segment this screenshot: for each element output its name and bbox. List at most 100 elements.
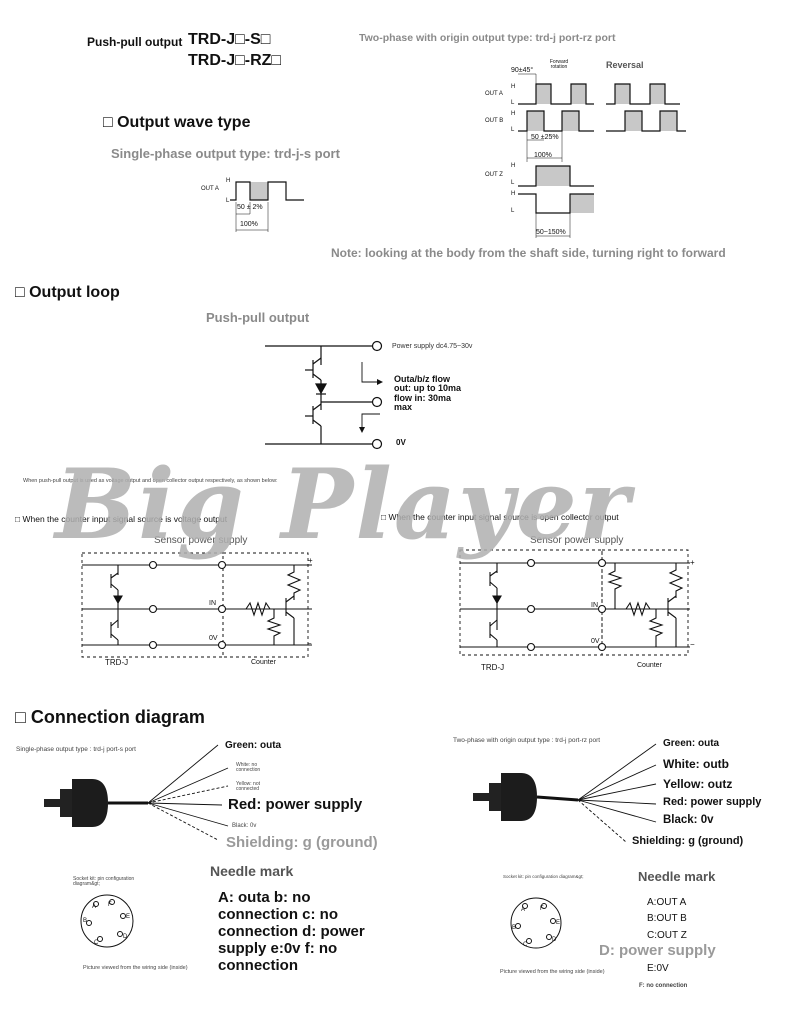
minus-left: − <box>307 639 312 648</box>
left-needle-mark: Needle mark <box>210 863 294 879</box>
out-z-h1: H <box>511 163 516 169</box>
reversal-label: Reversal <box>606 60 644 70</box>
single-phase-title: Single-phase output type: trd-j-s port <box>111 146 340 161</box>
tol-two: 50 ±25% <box>531 134 559 141</box>
right-shield: Shielding: g (ground) <box>632 835 744 847</box>
svg-text:C: C <box>523 942 528 948</box>
push-pull-title: Push-pull output <box>206 310 310 325</box>
loop-section-title: □ Output loop <box>15 284 120 301</box>
right-pin-f: F: no connection <box>639 983 688 989</box>
two-phase-title: Two-phase with origin output type: trd-j… <box>359 32 616 44</box>
out-b-l: L <box>511 127 515 133</box>
oc-title: □ When the counter input signal source i… <box>381 512 619 522</box>
single-phase-waveform <box>230 181 304 232</box>
open-collector-circuit <box>459 549 690 656</box>
svg-text:A: A <box>92 904 96 910</box>
sensor-supply-left: Sensor power supply <box>154 535 248 546</box>
left-pin-socket: A F E D C B <box>80 894 134 948</box>
right-viewed-from: Picture viewed from the wiring side (ins… <box>500 969 605 975</box>
right-green: Green: outa <box>663 738 720 749</box>
left-socket-note: Socket kit: pin configuration diagram&gt… <box>73 876 135 887</box>
out-z-h2: H <box>511 191 516 197</box>
svg-text:B: B <box>83 918 87 924</box>
connection-section-title: □ Connection diagram <box>15 707 205 727</box>
svg-text:E: E <box>126 914 130 920</box>
svg-text:B: B <box>512 925 516 931</box>
svg-text:D: D <box>552 937 557 943</box>
in-right: IN <box>591 602 598 609</box>
power-supply-label: Power supply dc4.75~30v <box>392 343 473 350</box>
right-yellow: Yellow: outz <box>663 777 733 791</box>
out-a-single-label: OUT A <box>201 186 219 192</box>
ov-left: 0V <box>209 635 218 642</box>
rotation-note: Note: looking at the body from the shaft… <box>331 246 726 260</box>
out-b-label: OUT B <box>485 118 504 124</box>
left-viewed-from: Picture viewed from the wiring side (ins… <box>83 965 188 971</box>
out-b-h: H <box>511 111 516 117</box>
flow-text: Outa/b/z flow out: up to 10ma flow in: 3… <box>394 374 461 413</box>
right-pin-b: B:OUT B <box>647 913 687 924</box>
minus-right: − <box>690 640 695 649</box>
right-black: Black: 0v <box>663 814 714 826</box>
left-green: Green: outa <box>225 740 282 751</box>
pct-100-two: 100% <box>534 152 552 159</box>
right-pin-e: E:0V <box>647 963 669 974</box>
out-z-l1: L <box>511 180 515 186</box>
l-label-single: L <box>226 198 230 204</box>
counter-left: Counter <box>251 659 276 666</box>
voltage-output-circuit <box>81 552 312 658</box>
wave-section-title: □ Output wave type <box>103 114 251 131</box>
left-red: Red: power supply <box>228 796 363 813</box>
forward-rotation: Forward rotation <box>549 59 569 70</box>
right-pin-d: D: power supply <box>599 942 716 959</box>
svg-text:F: F <box>540 906 544 912</box>
watermark-text: Big Player <box>55 448 632 561</box>
out-z-label: OUT Z <box>485 172 503 178</box>
out-a-l: L <box>511 100 515 106</box>
model-rz: TRD-J□-RZ□ <box>188 52 282 69</box>
plus-right: + <box>690 558 695 567</box>
right-pin-a: A:OUT A <box>647 897 687 908</box>
voltage-title: □ When the counter input signal source i… <box>15 514 228 524</box>
trd-j-right: TRD-J <box>481 663 505 672</box>
svg-text:D: D <box>123 934 128 940</box>
two-phase-waveforms <box>518 73 686 238</box>
svg-text:A: A <box>521 907 525 913</box>
usage-note: When push-pull output is used as voltage… <box>23 478 278 484</box>
in-left: IN <box>209 600 216 607</box>
out-a-h: H <box>511 84 516 90</box>
z-width: 50~150% <box>536 229 566 236</box>
phase-shift: 90±45° <box>511 67 534 74</box>
sensor-supply-right: Sensor power supply <box>530 535 624 546</box>
out-z-l2: L <box>511 208 515 214</box>
svg-text:F: F <box>108 902 112 908</box>
left-white: White: no connection <box>236 762 261 773</box>
right-encoder-drawing <box>473 743 657 843</box>
left-shield: Shielding: g (ground) <box>226 834 378 851</box>
model-s: TRD-J□-S□ <box>188 31 271 48</box>
right-subtitle: Two-phase with origin output type : trd-… <box>453 737 601 744</box>
trd-j-left: TRD-J <box>105 658 129 667</box>
right-pin-c: C:OUT Z <box>647 930 687 941</box>
ov-right: 0V <box>591 638 600 645</box>
counter-right: Counter <box>637 662 662 669</box>
left-yellow: Yellow: not connected <box>236 781 260 792</box>
left-pin-desc: A: outa b: no connection c: no connectio… <box>218 889 365 974</box>
svg-text:C: C <box>94 940 99 946</box>
right-needle-mark: Needle mark <box>638 869 716 884</box>
left-subtitle: Single-phase output type : trd-j port-s … <box>16 746 136 753</box>
pct-100-single: 100% <box>240 221 258 228</box>
right-white: White: outb <box>663 757 729 771</box>
left-black: Black: 0v <box>232 823 257 829</box>
right-socket-note: Socket kit: pin configuration diagram&gt… <box>503 874 584 879</box>
left-encoder-drawing <box>44 744 229 841</box>
out-a-label: OUT A <box>485 91 503 97</box>
zero-v-label: 0V <box>396 438 406 447</box>
right-red: Red: power supply <box>663 796 762 808</box>
plus-left: + <box>308 556 313 565</box>
svg-text:E: E <box>556 920 560 926</box>
push-pull-circuit <box>265 340 383 450</box>
right-pin-socket: A F E D C B <box>510 897 562 949</box>
push-pull-label: Push-pull output <box>87 35 183 49</box>
